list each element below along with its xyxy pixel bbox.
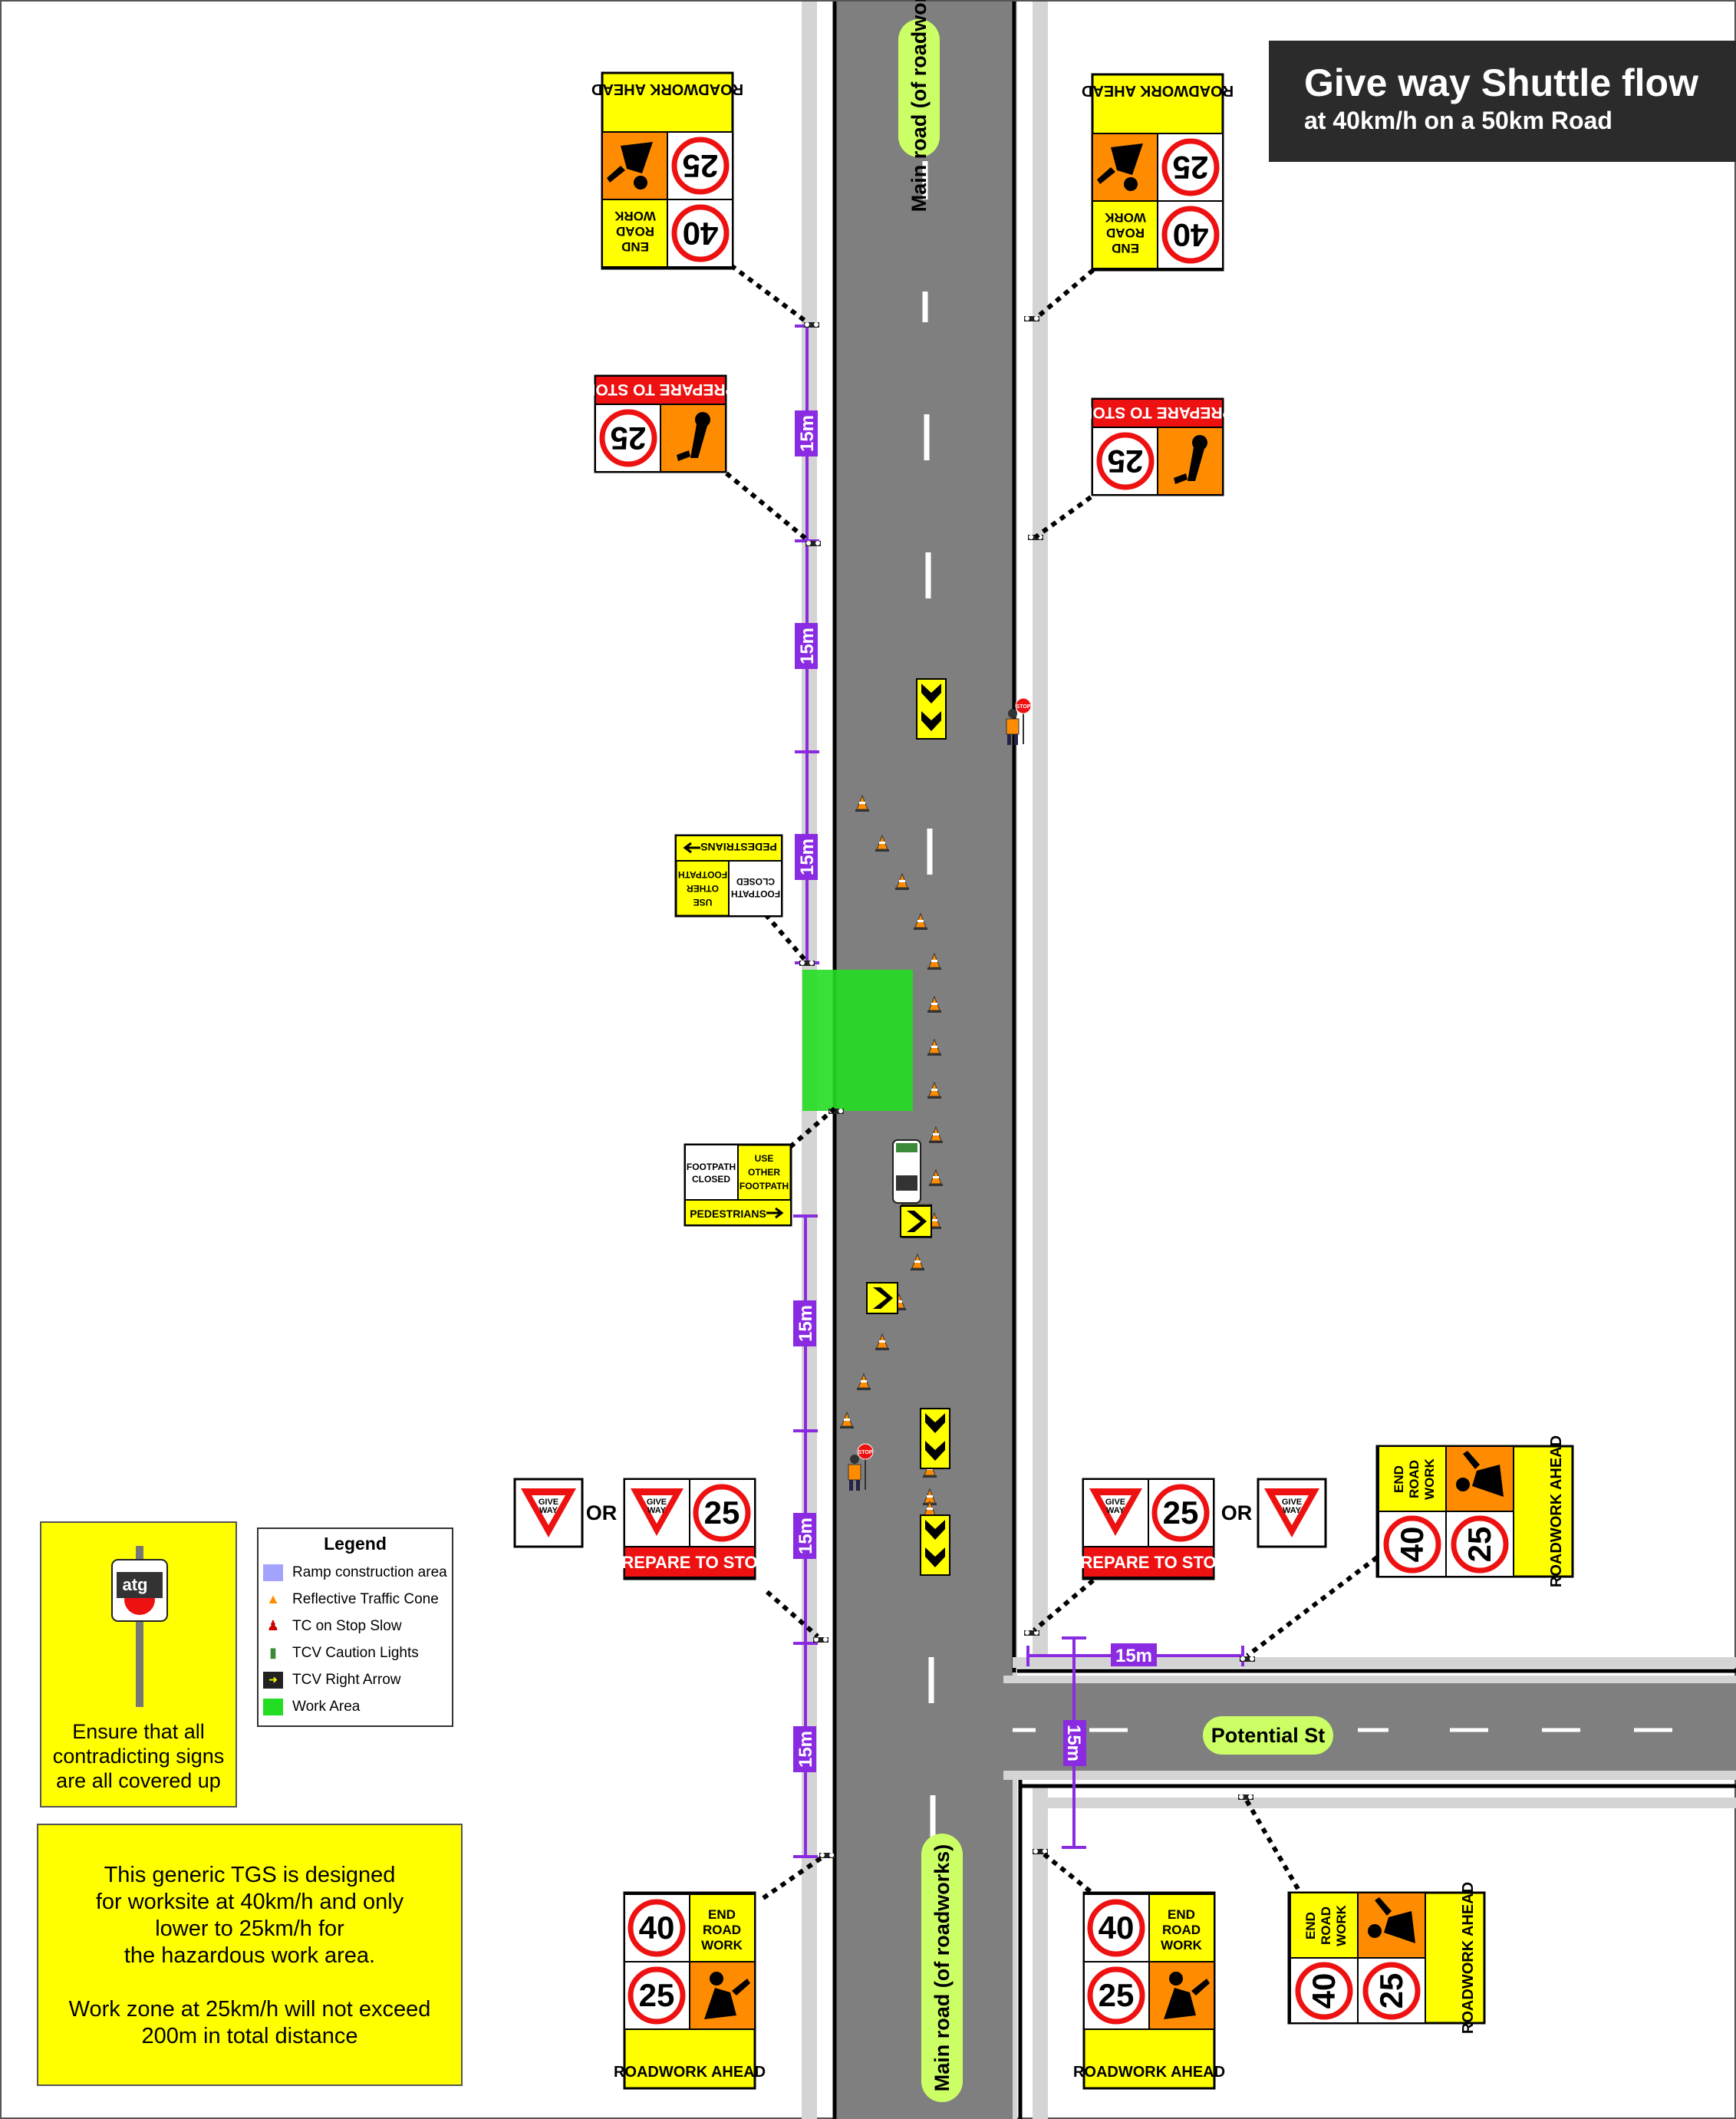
sign-give-way-left	[513, 1478, 584, 1548]
legend-item: ➜TCV Right Arrow	[259, 1666, 452, 1693]
legend-item: ▲Reflective Traffic Cone	[259, 1586, 452, 1613]
sign-give-way-25-left	[611, 1479, 769, 1579]
measure-labels: 15m 15m 15m 15m 15m 15m 15m 15m	[793, 410, 1157, 1772]
sign-roadwork-ahead-side-top	[1377, 1435, 1573, 1587]
covered-sign-icon: atg	[111, 1546, 168, 1707]
tgs-note: This generic TGS is designed for worksit…	[37, 1824, 463, 2086]
or-label-left: OR	[586, 1501, 618, 1524]
svg-text:15m: 15m	[796, 1305, 816, 1342]
sign-roadwork-ahead-bottom-right	[1073, 1893, 1225, 2088]
sign-roadwork-ahead-bottom-left	[614, 1893, 766, 2088]
svg-text:Main road (of roadworks): Main road (of roadworks)	[931, 1844, 954, 2092]
svg-text:15m: 15m	[1063, 1725, 1084, 1761]
cover-note: atg Ensure that all contradicting signs …	[40, 1521, 237, 1808]
legend-item: Ramp construction area	[259, 1559, 452, 1586]
legend-item: ♟TC on Stop Slow	[259, 1613, 452, 1640]
sign-roadwork-ahead-top-left	[591, 73, 743, 269]
diagram-title-box: Give way Shuttle flow at 40km/h on a 50k…	[1269, 41, 1736, 162]
cone-icon: ▲	[266, 1591, 280, 1607]
svg-text:15m: 15m	[796, 1518, 816, 1554]
sign-prepare-to-stop-top-left	[585, 376, 736, 472]
tcv-lights-icon: ▮	[269, 1645, 277, 1660]
sign-footpath-closed-bottom	[684, 1143, 792, 1227]
diagram-title: Give way Shuttle flow	[1304, 61, 1698, 104]
work-area	[802, 970, 913, 1111]
sign-roadwork-ahead-top-right	[1082, 74, 1234, 270]
svg-text:15m: 15m	[1115, 1646, 1152, 1666]
chevron-board	[916, 678, 947, 740]
svg-text:15m: 15m	[796, 1731, 816, 1768]
work-area-swatch	[263, 1698, 283, 1715]
tcv-vehicle	[892, 1139, 921, 1204]
svg-text:atg: atg	[123, 1575, 148, 1594]
or-label-right: OR	[1221, 1501, 1253, 1524]
sign-prepare-to-stop-top-right	[1082, 399, 1233, 495]
svg-text:15m: 15m	[797, 415, 818, 452]
chevron-board-lower	[866, 1282, 898, 1314]
side-road	[1003, 1680, 1736, 1774]
legend-item: ▮TCV Caution Lights	[259, 1640, 452, 1666]
legend-item: Work Area	[259, 1693, 452, 1720]
sign-give-way-25-right	[1069, 1479, 1228, 1579]
ramp-swatch	[263, 1564, 283, 1581]
chevron-board-bottom-1	[920, 1408, 950, 1469]
main-road-label-bottom: Main road (of roadworks)	[921, 1834, 963, 2102]
svg-text:15m: 15m	[797, 628, 818, 664]
sign-give-way-right	[1257, 1478, 1327, 1548]
svg-text:Main road (of roadworks): Main road (of roadworks)	[908, 0, 931, 212]
sign-footpath-closed-top	[674, 834, 783, 918]
chevron-board-bottom-2	[920, 1514, 950, 1576]
tcv-arrow-icon: ➜	[263, 1671, 283, 1689]
legend: Legend Ramp construction area ▲Reflectiv…	[257, 1527, 453, 1727]
diagram-subtitle: at 40km/h on a 50km Road	[1304, 107, 1612, 134]
sign-roadwork-ahead-side-bottom	[1289, 1882, 1484, 2034]
sign-leaders	[725, 263, 1379, 1900]
svg-text:Potential St: Potential St	[1211, 1724, 1326, 1747]
side-road-label: Potential St	[1203, 1716, 1333, 1755]
svg-text:15m: 15m	[797, 839, 818, 875]
legend-title: Legend	[324, 1534, 387, 1554]
main-road-label-top: Main road (of roadworks)	[898, 0, 940, 212]
traffic-controller-icon: ♟	[266, 1618, 280, 1633]
chevron-board-mid	[900, 1205, 932, 1237]
main-road-kerb-right	[1033, 2, 1048, 1666]
